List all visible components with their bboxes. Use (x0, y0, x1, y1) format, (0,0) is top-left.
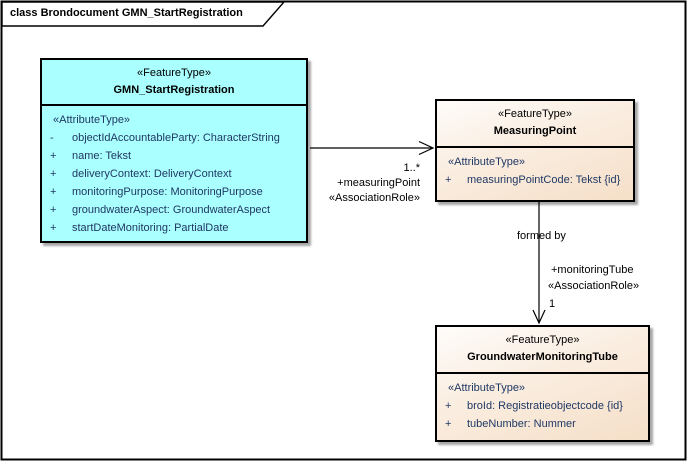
attribute-text: startDateMonitoring: PartialDate (72, 222, 229, 234)
attribute-compartment: «AttributeType» + broId: Registratieobje… (437, 374, 648, 433)
class-name: GMN_StartRegistration (113, 84, 235, 96)
class-stereotype: «FeatureType» (505, 334, 580, 346)
association-monitoring-tube (532, 202, 546, 325)
attribute-row: + broId: Registratieobjectcode {id} (443, 397, 646, 415)
attribute-text: name: Tekst (72, 150, 132, 162)
diagram-title-tab (1, 1, 286, 27)
attribute-row: + groundwaterAspect: GroundwaterAspect (48, 201, 304, 219)
attribute-row: + tubeNumber: Nummer (443, 415, 646, 433)
role-label: +measuringPoint (337, 177, 420, 189)
attribute-row: + startDateMonitoring: PartialDate (48, 219, 304, 237)
attribute-text: objectIdAccountableParty: CharacterStrin… (72, 132, 280, 144)
open-arrowhead-icon (532, 309, 546, 325)
class-header: «FeatureType» MeasuringPoint (437, 101, 633, 148)
class-stereotype: «FeatureType» (137, 67, 211, 79)
attribute-compartment: «AttributeType» + measuringPointCode: Te… (437, 148, 633, 189)
attribute-text: broId: Registratieobjectcode {id} (467, 400, 623, 412)
attribute-row: + monitoringPurpose: MonitoringPurpose (48, 183, 304, 201)
class-name: MeasuringPoint (493, 125, 577, 137)
attribute-compartment: «AttributeType» - objectIdAccountablePar… (42, 106, 306, 237)
attribute-text: groundwaterAspect: GroundwaterAspect (72, 204, 271, 216)
class-measuringpoint[interactable]: «FeatureType» MeasuringPoint «AttributeT… (435, 99, 635, 202)
visibility-symbol: + (50, 204, 57, 216)
class-stereotype: «FeatureType» (498, 108, 572, 120)
association-name-label: formed by (517, 230, 566, 242)
visibility-symbol: + (445, 174, 452, 186)
attribute-stereotype: «AttributeType» (53, 114, 131, 126)
multiplicity-label: 1 (549, 298, 556, 310)
visibility-symbol: - (50, 132, 54, 144)
class-header: «FeatureType» GMN_StartRegistration (42, 60, 306, 106)
attribute-text: monitoringPurpose: MonitoringPurpose (72, 186, 263, 198)
attribute-stereotype: «AttributeType» (448, 382, 526, 394)
class-name: GroundwaterMonitoringTube (467, 351, 618, 363)
attribute-stereotype: «AttributeType» (448, 156, 526, 168)
open-arrowhead-icon (418, 140, 435, 156)
attribute-row: - objectIdAccountableParty: CharacterStr… (48, 129, 304, 147)
attribute-text: measuringPointCode: Tekst {id} (467, 174, 621, 186)
class-groundwatermonitoringtube[interactable]: «FeatureType» GroundwaterMonitoringTube … (435, 325, 650, 442)
association-measuring-point (310, 140, 435, 156)
attribute-row: + measuringPointCode: Tekst {id} (443, 171, 631, 189)
attribute-text: tubeNumber: Nummer (467, 418, 576, 430)
visibility-symbol: + (445, 400, 452, 412)
association-stereotype-label: «AssociationRole» (548, 280, 640, 292)
visibility-symbol: + (50, 168, 57, 180)
attribute-text: deliveryContext: DeliveryContext (72, 168, 232, 180)
visibility-symbol: + (50, 150, 57, 162)
visibility-symbol: + (50, 186, 57, 198)
association-stereotype-label: «AssociationRole» (328, 192, 420, 204)
class-header: «FeatureType» GroundwaterMonitoringTube (437, 327, 648, 374)
diagram-title: class Brondocument GMN_StartRegistration (10, 7, 243, 19)
role-label: +monitoringTube (551, 264, 634, 276)
attribute-row: + deliveryContext: DeliveryContext (48, 165, 304, 183)
visibility-symbol: + (445, 418, 452, 430)
multiplicity-label: 1..* (403, 162, 420, 174)
association-label-group: 1..* +measuringPoint «AssociationRole» (329, 161, 420, 206)
attribute-row: + name: Tekst (48, 147, 304, 165)
class-gmn-startregistration[interactable]: «FeatureType» GMN_StartRegistration «Att… (40, 58, 308, 243)
visibility-symbol: + (50, 222, 57, 234)
